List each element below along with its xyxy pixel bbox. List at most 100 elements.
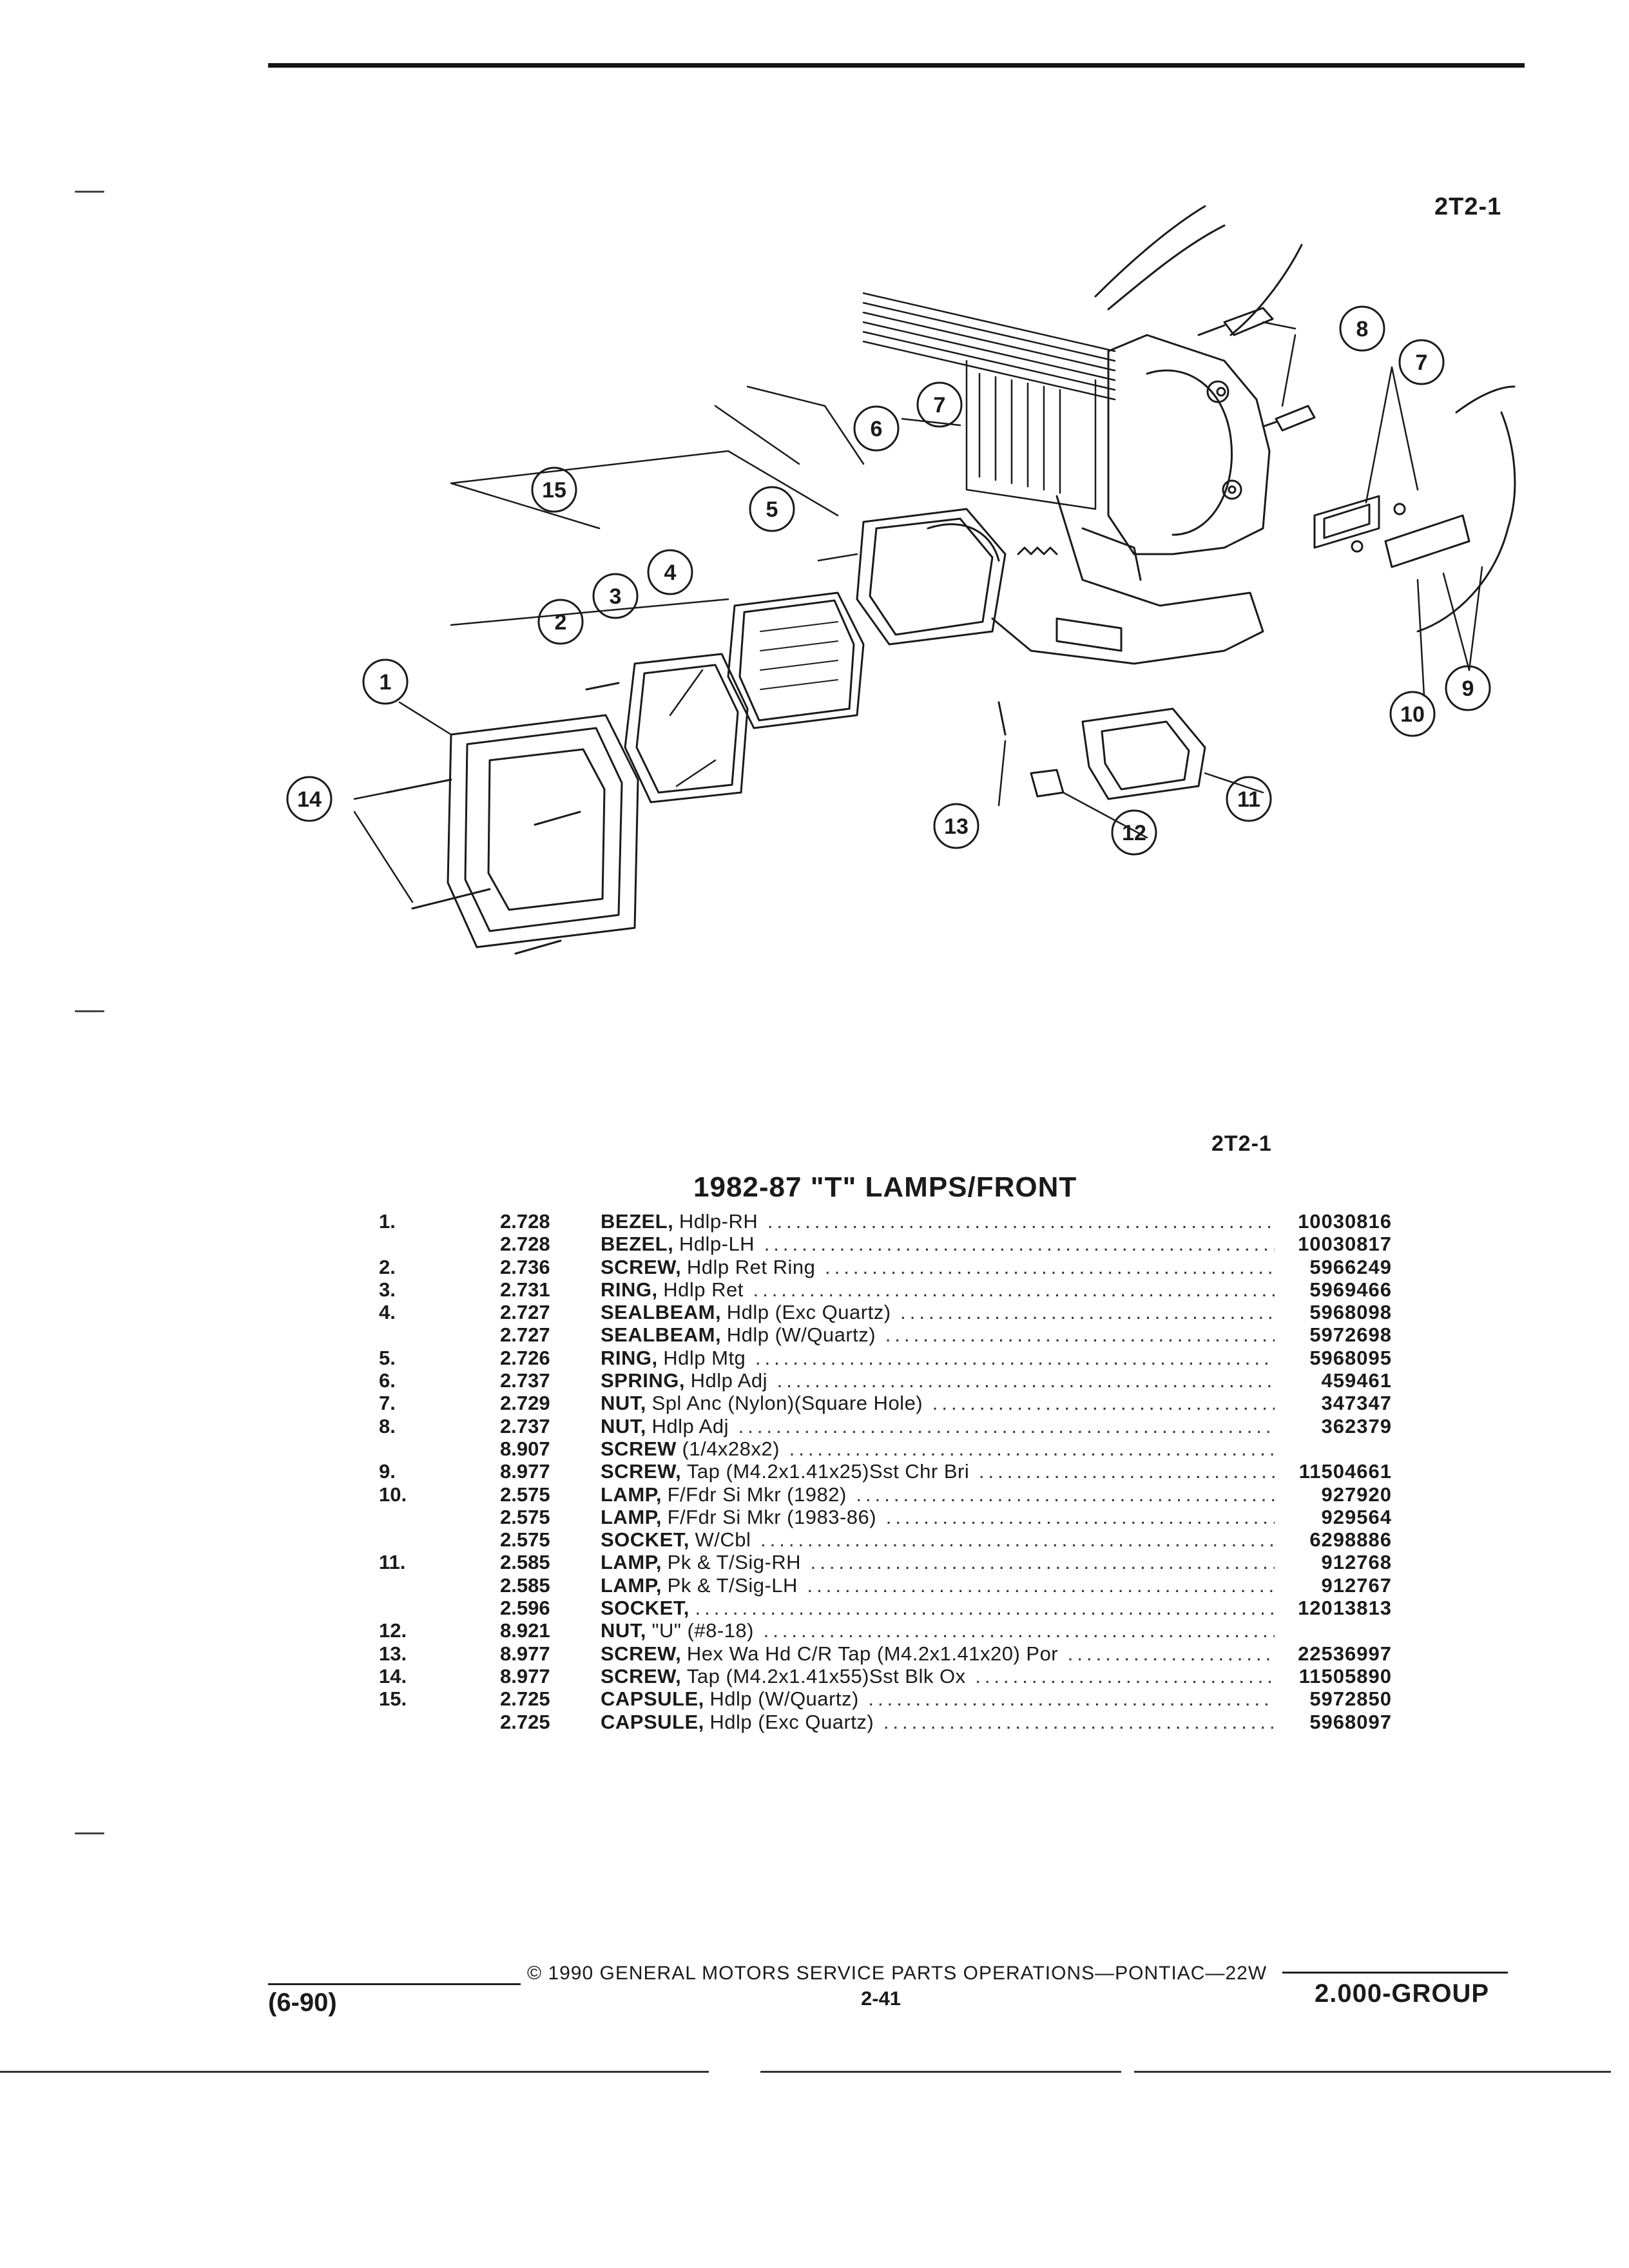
part-number: 927920 <box>1321 1483 1392 1506</box>
item-number: 1. <box>379 1210 396 1233</box>
leader-dots: ........................................… <box>978 1460 1275 1483</box>
part-description: SCREW, Hdlp Ret Ring ...................… <box>601 1256 1275 1279</box>
part-number: 347347 <box>1321 1392 1392 1415</box>
margin-mark <box>75 1010 104 1012</box>
group-number: 2.596 <box>500 1597 550 1620</box>
group-number: 2.725 <box>500 1710 550 1733</box>
part-description: SEALBEAM, Hdlp (Exc Quartz) ............… <box>601 1301 1275 1324</box>
fender-edge <box>1416 411 1516 633</box>
callout-7a: 7 <box>934 393 946 418</box>
callout-9: 9 <box>1462 677 1474 701</box>
part-detail: Hdlp-LH <box>679 1233 755 1256</box>
item-number: 9. <box>379 1460 396 1483</box>
part-name: BEZEL, <box>601 1210 674 1233</box>
fender-line <box>1455 385 1516 414</box>
footer-group: 2.000-GROUP <box>1315 1979 1490 2008</box>
adjust-nut-lower <box>1262 405 1316 432</box>
part-number: 5968097 <box>1309 1710 1392 1733</box>
part-number: 5972850 <box>1309 1687 1392 1711</box>
callout-6: 6 <box>871 417 883 441</box>
part-name: LAMP, <box>601 1573 662 1597</box>
retaining-ring <box>624 653 749 803</box>
park-turn-lamp <box>1081 707 1206 800</box>
part-detail: Pk & T/Sig-LH <box>667 1573 798 1597</box>
parts-row: 2. 2.736 SCREW, Hdlp Ret Ring ............… <box>348 1256 1405 1278</box>
part-number: 5969466 <box>1309 1278 1392 1301</box>
socket <box>1030 769 1065 798</box>
part-description: SEALBEAM, Hdlp (W/Quartz) ..............… <box>601 1323 1275 1347</box>
part-detail: F/Fdr Si Mkr (1982) <box>667 1483 847 1506</box>
group-number: 2.575 <box>500 1483 550 1506</box>
exploded-parts-diagram: 1 2 3 4 5 6 7 8 7 9 10 11 12 13 14 15 <box>286 205 1516 955</box>
callout-14: 14 <box>297 787 322 812</box>
hood-line-inner <box>1107 224 1226 311</box>
part-description: SCREW, Tap (M4.2x1.41x55)Sst Blk Ox ....… <box>601 1665 1275 1688</box>
item-number: 5. <box>379 1346 396 1369</box>
part-name: SOCKET, <box>601 1597 689 1620</box>
part-description: SCREW, Tap (M4.2x1.41x25)Sst Chr Bri ...… <box>601 1460 1275 1483</box>
parts-row: 2.725 CAPSULE, Hdlp (Exc Quartz) ........… <box>348 1711 1405 1733</box>
group-number: 2.737 <box>500 1414 550 1437</box>
group-number: 2.727 <box>500 1301 550 1324</box>
part-name: RING, <box>601 1346 658 1369</box>
item-number: 8. <box>379 1414 396 1437</box>
part-detail: Hdlp Ret Ring <box>686 1255 816 1278</box>
part-number: 12013813 <box>1298 1597 1392 1620</box>
group-number: 8.907 <box>500 1437 550 1460</box>
leader-dots: ........................................… <box>764 1233 1275 1256</box>
part-name: CAPSULE, <box>601 1710 704 1733</box>
part-detail: Hdlp (W/Quartz) <box>726 1323 876 1347</box>
part-number: 10030816 <box>1298 1210 1392 1233</box>
leader-dots: ........................................… <box>807 1573 1275 1597</box>
part-description: LAMP, Pk & T/Sig-RH ....................… <box>601 1551 1275 1574</box>
part-number: 929564 <box>1321 1505 1392 1528</box>
part-detail: Pk & T/Sig-RH <box>667 1551 802 1574</box>
leader-dots: ........................................… <box>755 1346 1275 1369</box>
part-detail: Hdlp-RH <box>679 1210 758 1233</box>
part-description: CAPSULE, Hdlp (Exc Quartz) .............… <box>601 1711 1275 1734</box>
headlamp-housing <box>991 334 1271 665</box>
group-number: 2.727 <box>500 1323 550 1347</box>
group-number: 2.736 <box>500 1255 550 1278</box>
part-detail: Spl Anc (Nylon)(Square Hole) <box>651 1392 923 1415</box>
part-description: SCREW, Hex Wa Hd C/R Tap (M4.2x1.41x20) … <box>601 1642 1275 1666</box>
cowl-line <box>1229 244 1303 336</box>
sealbeam <box>727 591 865 729</box>
bottom-rule-mid <box>760 2071 1121 2073</box>
hood-line <box>1094 205 1206 298</box>
part-description: CAPSULE, Hdlp (W/Quartz) ...............… <box>601 1687 1275 1711</box>
part-description: BEZEL, Hdlp-LH .........................… <box>601 1233 1275 1256</box>
part-detail: Hdlp (Exc Quartz) <box>709 1710 874 1733</box>
item-number: 2. <box>379 1255 396 1278</box>
mounting-ring <box>856 508 1007 646</box>
part-number: 6298886 <box>1309 1528 1392 1552</box>
part-name: SCREW, <box>601 1664 682 1687</box>
part-detail: Hdlp (W/Quartz) <box>709 1687 859 1711</box>
part-detail: "U" (#8-18) <box>651 1619 754 1642</box>
leader-dots: ........................................… <box>760 1528 1275 1552</box>
item-number: 11. <box>379 1551 406 1574</box>
part-detail: F/Fdr Si Mkr (1983-86) <box>667 1505 877 1528</box>
item-number: 3. <box>379 1278 396 1301</box>
margin-mark <box>75 1832 104 1834</box>
leader-lines <box>353 321 1483 903</box>
footer-rule-right <box>1282 1972 1508 1974</box>
part-name: RING, <box>601 1278 658 1301</box>
callout-15: 15 <box>542 478 566 503</box>
margin-mark <box>75 191 104 193</box>
part-number: 912767 <box>1321 1573 1392 1597</box>
footer-rule-left <box>268 1983 521 1985</box>
part-number: 11504661 <box>1298 1460 1392 1483</box>
part-description: SOCKET, W/Cbl ..........................… <box>601 1528 1275 1552</box>
leader-dots: ........................................… <box>900 1301 1275 1324</box>
part-detail: Tap (M4.2x1.41x55)Sst Blk Ox <box>686 1664 966 1687</box>
part-number: 459461 <box>1321 1369 1392 1392</box>
